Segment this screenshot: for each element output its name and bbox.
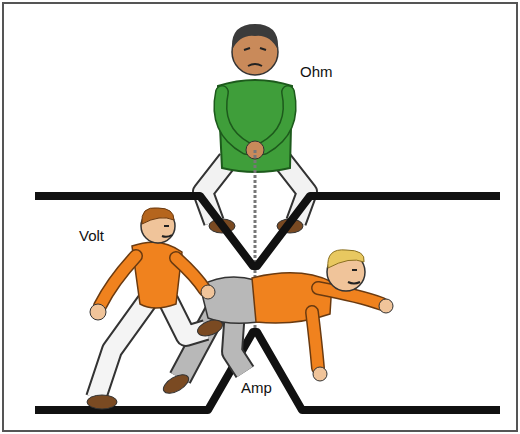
volt-hair [142,208,174,224]
amp-face [348,270,360,284]
picture-frame [3,3,517,431]
amp-hair [328,250,364,268]
volt-arm-outline [100,256,136,306]
volt-shoe [87,395,117,409]
ohm-hair [232,24,278,50]
volt-fist [90,304,106,320]
ohm-arm-outline [220,92,246,148]
amp-hand [379,299,393,313]
amp-arm-outline [312,312,318,368]
volt-arm [176,258,205,290]
amp-figure [160,250,393,397]
volt-figure [87,208,225,409]
ohm-shirt [218,80,292,172]
amp-arm [312,312,318,368]
ohm-face [244,48,266,66]
character-name: Volt [79,227,104,244]
volt-arm [100,256,136,306]
ohm-arm-outline [264,92,290,148]
amp-shoe [160,371,191,397]
volt-arm-outline [176,258,205,290]
volt-face [162,226,172,237]
ohm-arm [264,92,290,148]
volt-hand [201,285,215,299]
character-name: Ohm [300,63,333,80]
amp-shirt [252,273,332,323]
channel-upper-wall [35,196,500,266]
volt-shoe [195,317,224,339]
character-name: Amp [241,379,272,396]
amp-hand [313,367,327,381]
ohm-arm [220,92,246,148]
